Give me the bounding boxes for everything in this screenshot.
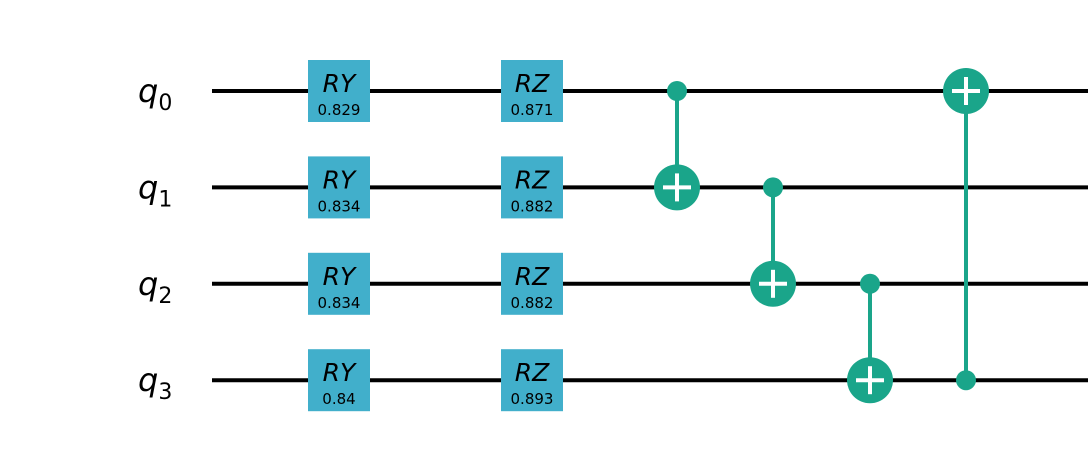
gate-box [308,252,370,315]
gate-param: 0.871 [511,101,554,119]
gate-name: RY [323,69,357,98]
gate-box [501,252,563,315]
gate-box [501,349,563,412]
qubit-label-1: q1 [138,168,172,212]
gate-ry-q0: RY 0.829 [308,60,370,122]
control-dot-icon [667,81,687,101]
gate-box [308,349,370,412]
qubit-wires [212,89,1088,383]
gate-rz-q3: RZ 0.893 [501,349,563,412]
target-plus-icon [847,357,893,404]
qubit-index: 0 [158,91,172,116]
gate-rz-q2: RZ 0.882 [501,252,563,315]
control-dot-icon [860,273,880,294]
gate-name: RZ [515,358,550,387]
target-plus-icon [654,164,700,211]
gate-ry-q3: RY 0.84 [308,349,370,412]
qubit-label-3: q3 [138,361,172,405]
gates: RY0.829RY0.834RY0.834RY0.84RZ0.871RZ0.88… [308,60,989,412]
target-plus-icon [750,260,796,307]
qubit-label-2: q2 [138,265,172,309]
cnot-gate-q0-q1 [654,81,700,211]
qubit-name: q [138,72,158,110]
cnot-gate-q2-q3 [847,273,893,404]
gate-ry-q2: RY 0.834 [308,252,370,315]
gate-param: 0.882 [511,197,554,215]
control-dot-icon [763,177,783,198]
qubit-index: 1 [158,187,172,212]
qubit-name: q [138,168,158,206]
gate-name: RZ [515,262,550,291]
gate-box [501,60,563,122]
qubit-name: q [138,361,158,399]
gate-param: 0.834 [318,294,361,312]
cnot-gate-q3-q0 [943,68,989,391]
qubit-name: q [138,265,158,303]
control-dot-icon [956,370,976,391]
gate-param: 0.84 [322,390,355,408]
gate-name: RZ [515,69,550,98]
gate-param: 0.893 [511,390,554,408]
qubit-label-0: q0 [138,72,172,116]
gate-box [501,156,563,219]
gate-rz-q1: RZ 0.882 [501,156,563,219]
gate-name: RZ [515,165,550,194]
gate-box [308,156,370,219]
gate-box [308,60,370,122]
gate-param: 0.829 [318,101,361,119]
target-plus-icon [943,68,989,114]
gate-param: 0.882 [511,294,554,312]
gate-param: 0.834 [318,197,361,215]
cnot-gate-q1-q2 [750,177,796,307]
gate-name: RY [323,262,357,291]
qubit-index: 2 [158,284,172,309]
gate-name: RY [323,165,357,194]
gate-ry-q1: RY 0.834 [308,156,370,219]
gate-rz-q0: RZ 0.871 [501,60,563,122]
qubit-index: 3 [158,380,172,405]
gate-name: RY [323,358,357,387]
